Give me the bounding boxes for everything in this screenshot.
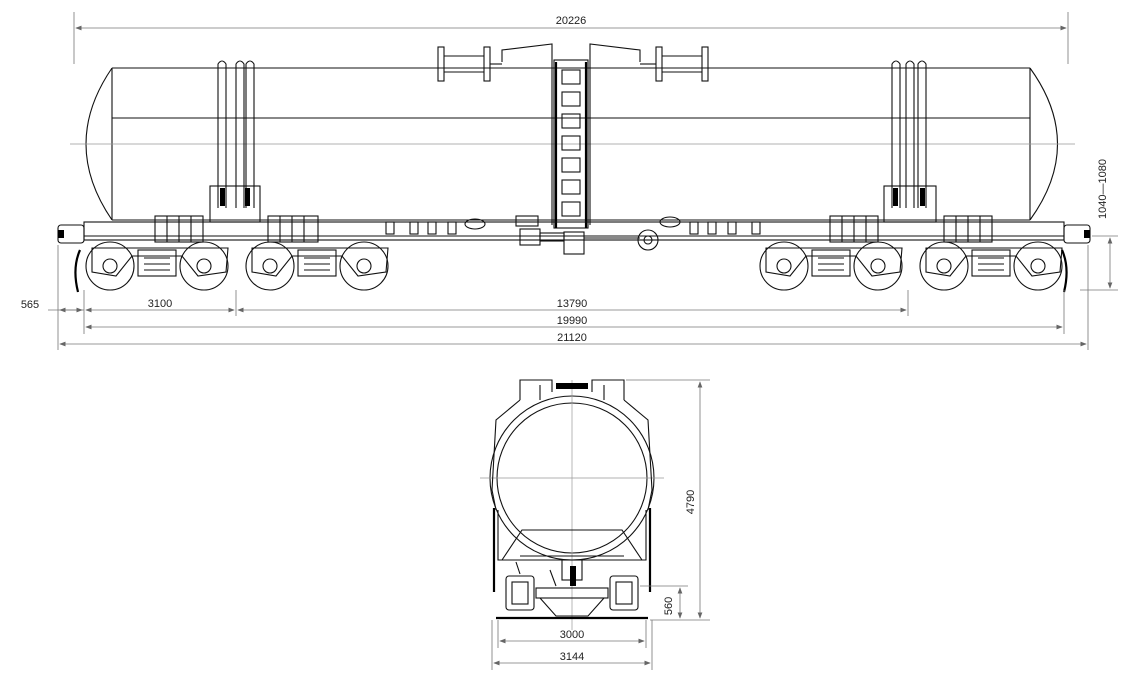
tank-body	[70, 67, 1075, 221]
ladder-left	[209, 60, 261, 223]
dome	[437, 43, 709, 229]
bogie-left-1	[85, 241, 229, 291]
dim-overall-body-length: 20226	[556, 15, 587, 27]
end-view: 4790 560 3000 3144	[480, 379, 710, 670]
dim-track-width: 3000	[560, 629, 584, 641]
underframe	[57, 215, 1091, 244]
side-dimensions: 20226 1040—1080 565 3100 13790	[21, 12, 1118, 350]
end-view-frame	[492, 508, 652, 620]
end-view-tank	[480, 380, 664, 630]
ladder-right	[883, 60, 937, 223]
dim-length-over-couplers: 21120	[557, 332, 587, 344]
dim-coupling-overhang: 565	[21, 299, 39, 311]
dim-bogie-centers: 13790	[557, 298, 588, 310]
drain-device	[385, 215, 761, 255]
side-view: 20226 1040—1080 565 3100 13790	[21, 12, 1118, 350]
dim-max-width: 3144	[560, 651, 584, 663]
dim-coupler-height: 1040—1080	[1097, 159, 1109, 219]
dim-bogie-wheelbase: 3100	[148, 298, 172, 310]
bogie-left-2	[245, 241, 389, 291]
bogie-right-2	[919, 241, 1063, 291]
end-dimensions: 4790 560 3000 3144	[491, 379, 710, 670]
dim-length-over-frame: 19990	[557, 315, 588, 327]
valve-left	[437, 46, 502, 82]
bogie-right-1	[759, 241, 903, 291]
dim-total-height: 4790	[685, 490, 697, 514]
dome-ladder	[561, 69, 581, 217]
dim-bogie-height: 560	[663, 597, 675, 615]
valve-right	[640, 46, 709, 82]
end-view-dome	[491, 379, 653, 511]
